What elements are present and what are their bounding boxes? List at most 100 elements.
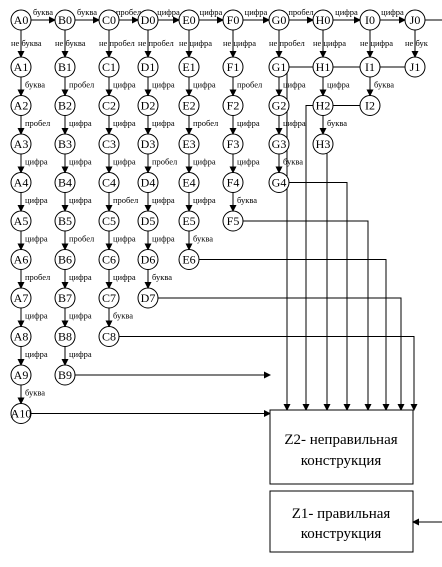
state-b7: B7 xyxy=(54,287,76,309)
state-h2: H2 xyxy=(312,95,334,116)
z2-invalid-construction-box: Z2- неправильная конструкция xyxy=(269,409,414,485)
edge-label: не пробел xyxy=(269,38,305,48)
state-label: F4 xyxy=(227,176,240,190)
state-e5: E5 xyxy=(178,210,200,232)
state-label: D6 xyxy=(141,253,156,267)
state-label: C2 xyxy=(102,99,116,113)
state-f1: F1 xyxy=(222,56,244,78)
state-label: D5 xyxy=(141,214,156,228)
state-j1: J1 xyxy=(404,56,426,78)
edge-j1-to-z2 xyxy=(283,66,425,411)
state-d5: D5 xyxy=(137,210,159,232)
z2-label-line1: Z2- неправильная xyxy=(284,432,397,448)
state-d7: D7 xyxy=(137,287,159,309)
state-label: A0 xyxy=(14,13,29,27)
edge-label: цифра xyxy=(157,7,180,17)
state-label: E4 xyxy=(182,176,195,190)
transition-edges: буква буква пробел цифра цифра цифра пробел циф… xyxy=(11,7,442,417)
state-label: I2 xyxy=(365,99,375,113)
edge-label: буква xyxy=(193,233,213,243)
edge-label: цифра xyxy=(69,118,92,128)
state-d6: D6 xyxy=(137,249,159,270)
state-g0: G0 xyxy=(268,9,290,31)
edge-label: цифра xyxy=(283,118,306,128)
state-i1: I1 xyxy=(359,56,381,78)
state-label: B4 xyxy=(58,176,72,190)
state-a8: A8 xyxy=(10,326,32,347)
state-label: B3 xyxy=(58,137,72,151)
edge-label: цифра xyxy=(200,7,223,17)
state-label: A3 xyxy=(14,137,29,151)
edge-f5-to-z2 xyxy=(243,220,372,411)
state-a6: A6 xyxy=(10,249,32,270)
edge-label: буква xyxy=(237,195,257,205)
state-b2: B2 xyxy=(54,95,76,116)
edge-label: цифра xyxy=(237,156,260,166)
state-a0: A0 xyxy=(10,9,32,31)
state-label: F5 xyxy=(227,214,240,228)
state-b6: B6 xyxy=(54,249,76,270)
state-i0: I0 xyxy=(359,9,381,31)
edge-label: цифра xyxy=(25,310,48,320)
edge-label: цифра xyxy=(69,349,92,359)
state-label: E2 xyxy=(182,99,195,113)
state-label: B9 xyxy=(58,368,72,382)
state-i2: I2 xyxy=(359,95,381,116)
state-label: D0 xyxy=(141,13,156,27)
state-e4: E4 xyxy=(178,172,200,193)
state-label: A10 xyxy=(11,407,32,421)
z1-label-line1: Z1- правильная xyxy=(292,506,391,522)
edge-label: цифра xyxy=(152,79,175,89)
state-label: C7 xyxy=(102,291,116,305)
state-e6: E6 xyxy=(178,249,200,270)
edge-label: цифра xyxy=(335,7,358,17)
state-label: G4 xyxy=(272,176,287,190)
state-label: G0 xyxy=(272,13,287,27)
edge-label: цифра xyxy=(193,79,216,89)
edge-label: пробел xyxy=(237,79,263,89)
state-label: A2 xyxy=(14,99,29,113)
state-label: B0 xyxy=(58,13,72,27)
state-label: A4 xyxy=(14,176,29,190)
edge-i2-to-z2 xyxy=(302,105,380,411)
edge-label: буква xyxy=(283,156,303,166)
edge-label: буква xyxy=(327,118,347,128)
state-label: J1 xyxy=(410,60,421,74)
state-label: I1 xyxy=(365,60,375,74)
state-b1: B1 xyxy=(54,56,76,78)
edge-label: не бук xyxy=(405,38,429,48)
state-c0: C0 xyxy=(98,9,120,31)
state-b0: B0 xyxy=(54,9,76,31)
state-label: C4 xyxy=(102,176,116,190)
state-h0: H0 xyxy=(312,9,334,31)
state-label: B1 xyxy=(58,60,72,74)
edge-label: буква xyxy=(152,272,172,282)
state-label: B5 xyxy=(58,214,72,228)
state-g1: G1 xyxy=(268,56,290,78)
state-c6: C6 xyxy=(98,249,120,270)
edge-label: цифра xyxy=(25,195,48,205)
edge-label: цифра xyxy=(113,156,136,166)
edge-h3-to-z2 xyxy=(323,143,333,411)
state-d1: D1 xyxy=(137,56,159,78)
edge-label: не буква xyxy=(55,38,86,48)
state-label: D1 xyxy=(141,60,156,74)
edge-label: пробел xyxy=(113,195,139,205)
state-label: G3 xyxy=(272,137,287,151)
state-label: D4 xyxy=(141,176,156,190)
state-h3: H3 xyxy=(312,133,334,155)
edge-label: цифра xyxy=(113,118,136,128)
state-label: B2 xyxy=(58,99,72,113)
edge-label: буква xyxy=(25,387,45,397)
state-label: A6 xyxy=(14,253,29,267)
state-d2: D2 xyxy=(137,95,159,116)
state-e3: E3 xyxy=(178,133,200,155)
state-a3: A3 xyxy=(10,133,32,155)
state-label: E1 xyxy=(182,60,195,74)
edge-label: не пробел xyxy=(99,38,135,48)
edge-label: цифра xyxy=(25,233,48,243)
edge-label: цифра xyxy=(283,79,306,89)
state-label: C8 xyxy=(102,330,116,344)
edge-label: цифра xyxy=(25,156,48,166)
